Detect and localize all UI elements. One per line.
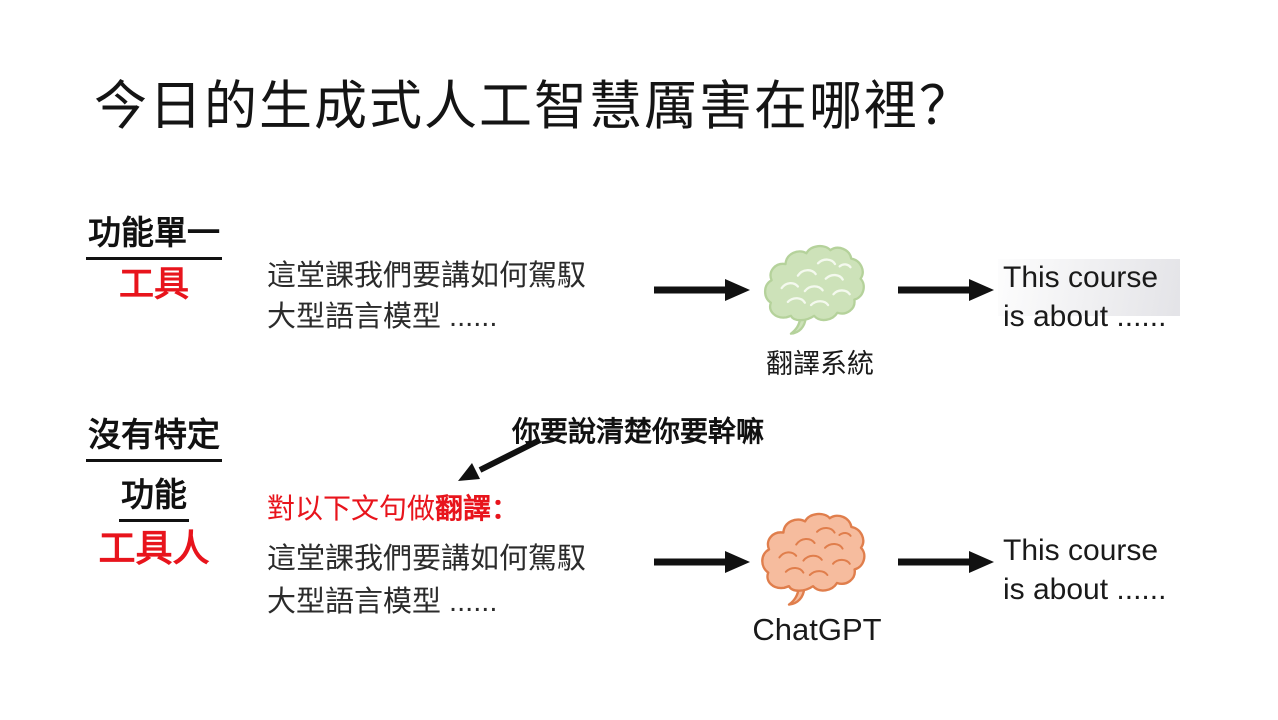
row1-arrow-to-output (896, 276, 996, 304)
row1-output-text: This course is about ...... (1003, 258, 1166, 336)
row2-annotation-arrow (450, 434, 548, 486)
row1-category: 功能單一 (74, 206, 234, 260)
row2-output-line2: is about ...... (1003, 573, 1167, 606)
row2-annotation: 你要說清楚你要幹嘛 (512, 416, 765, 447)
row1-category-term: 工具 (118, 265, 189, 304)
row2-arrow-to-output (896, 548, 996, 576)
slide-title: 今日的生成式人工智慧厲害在哪裡？ (94, 77, 974, 136)
row1-input-text: 這堂課我們要講如何駕馭 大型語言模型 ...... (267, 256, 586, 338)
arrow-down-left-icon (458, 437, 542, 481)
row1-category-label: 功能單一 (86, 206, 222, 260)
row1-arrow-to-model (652, 276, 752, 304)
row2-input-line1: 這堂課我們要講如何駕馭 (267, 543, 587, 575)
row2-prompt-colon: ： (491, 493, 520, 524)
row2-model-label: ChatGPT (752, 612, 882, 647)
row1-model (760, 243, 876, 340)
row2-prompt-keyword: 翻譯 (435, 493, 492, 524)
row2-category-label-line1: 沒有特定 (86, 408, 222, 462)
brain-icon-green (763, 244, 865, 335)
row2-input-text: 這堂課我們要講如何駕馭 大型語言模型 ...... (267, 538, 586, 624)
row1-input-line1: 這堂課我們要講如何駕馭 (267, 260, 587, 292)
arrow-right-icon (898, 551, 994, 573)
row1-input-line2: 大型語言模型 ...... (267, 301, 498, 333)
row2-prompt-prefix: 對以下文句做 (267, 493, 436, 524)
row2-input-line2: 大型語言模型 ...... (267, 586, 498, 618)
row1-output-line1: This course (1003, 261, 1159, 294)
row2-prompt: 對以下文句做翻譯： (267, 487, 519, 527)
row1-model-label: 翻譯系統 (766, 349, 874, 379)
row1-output-line2: is about ...... (1003, 300, 1167, 333)
row2-output-line1: This course (1003, 534, 1159, 567)
row2-category-label-line2: 功能 (119, 468, 189, 522)
row2-model (757, 511, 877, 611)
row1-output-highlight (998, 259, 1180, 316)
arrow-right-icon (898, 279, 994, 301)
row2-category-term: 工具人 (98, 528, 210, 569)
brain-icon-orange (761, 512, 866, 606)
arrow-right-icon (654, 551, 750, 573)
row2-output-text: This course is about ...... (1003, 531, 1166, 609)
row2-category: 沒有特定 功能 (74, 408, 234, 522)
row2-arrow-to-model (652, 548, 752, 576)
arrow-right-icon (654, 279, 750, 301)
